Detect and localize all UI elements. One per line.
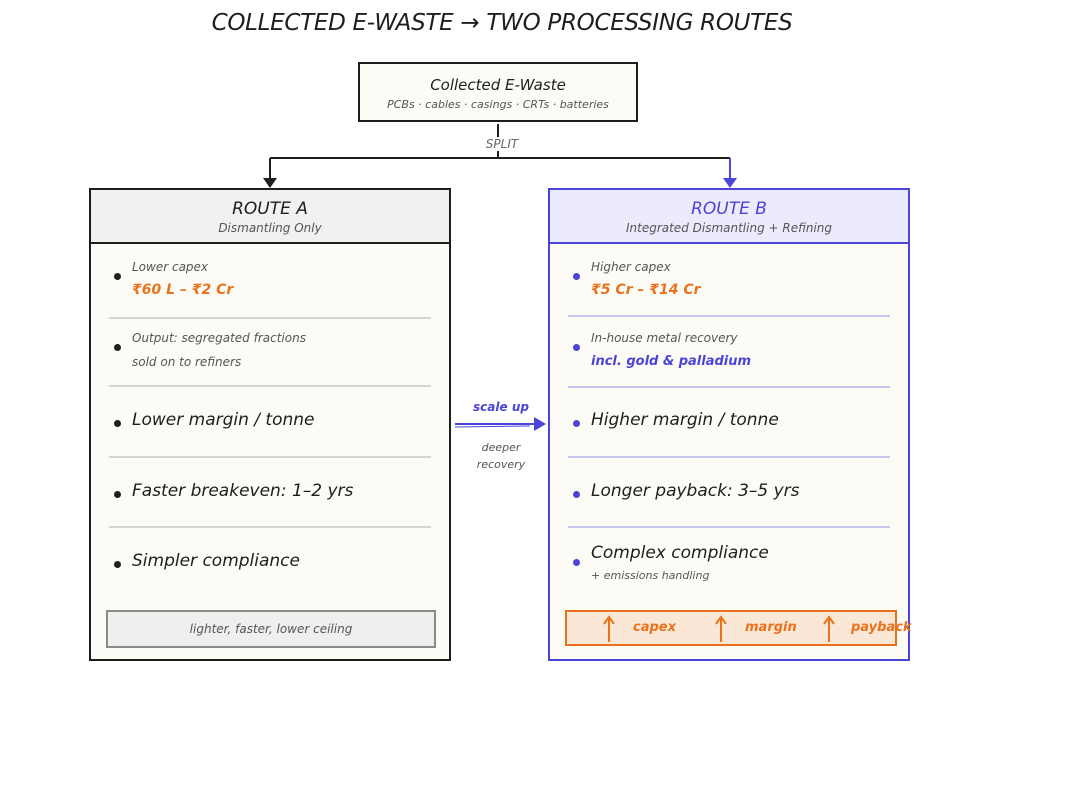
diagram-title: COLLECTED E-WASTE → TWO PROCESSING ROUTE…	[211, 10, 793, 36]
route-b-name: ROUTE B	[691, 199, 767, 219]
route-b-payback: Longer payback: 3–5 yrs	[591, 481, 800, 501]
route-a-output-line1: Output: segregated fractions	[132, 331, 306, 345]
route-b-subtitle: Integrated Dismantling + Refining	[625, 221, 833, 235]
route-b-capex-value: ₹5 Cr – ₹14 Cr	[591, 282, 701, 298]
bullet-icon	[114, 344, 121, 351]
source-title: Collected E-Waste	[430, 76, 566, 94]
deeper-recovery-label: deeper recovery	[462, 439, 540, 473]
divider	[568, 386, 890, 388]
route-a-breakeven: Faster breakeven: 1–2 yrs	[132, 481, 354, 501]
bullet-icon	[573, 420, 580, 427]
route-a-capex-label: Lower capex	[132, 260, 209, 274]
route-a-footer: lighter, faster, lower ceiling	[106, 610, 436, 648]
footer-payback-label: payback	[851, 620, 912, 635]
deeper-line1: deeper	[481, 441, 521, 454]
scale-up-label: scale up	[473, 400, 529, 414]
route-a-subtitle: Dismantling Only	[218, 221, 322, 235]
divider	[568, 456, 890, 458]
route-b-compliance: Complex compliance	[591, 543, 769, 563]
route-b-capex-label: Higher capex	[591, 260, 671, 274]
route-a-header: ROUTE A Dismantling Only	[91, 190, 449, 244]
up-arrow-icons	[603, 615, 835, 642]
divider	[568, 315, 890, 317]
bullet-icon	[114, 273, 121, 280]
bullet-icon	[114, 420, 121, 427]
footer-margin-label: margin	[745, 620, 797, 635]
route-b-recovery-value: incl. gold & palladium	[591, 354, 752, 369]
route-a-compliance: Simpler compliance	[132, 551, 300, 571]
deeper-line2: recovery	[476, 458, 526, 471]
divider	[109, 456, 431, 458]
divider	[568, 526, 890, 528]
route-a-name: ROUTE A	[232, 199, 308, 219]
divider	[109, 526, 431, 528]
bullet-icon	[573, 273, 580, 280]
bullet-icon	[573, 491, 580, 498]
bullet-icon	[573, 344, 580, 351]
divider	[109, 317, 431, 319]
route-b-footer: capex margin payback	[565, 610, 912, 646]
divider	[109, 385, 431, 387]
split-label: SPLIT	[470, 137, 534, 151]
route-b-margin: Higher margin / tonne	[591, 410, 779, 430]
source-box: Collected E-Waste PCBs · cables · casing…	[358, 62, 638, 122]
route-b-header: ROUTE B Integrated Dismantling + Refinin…	[550, 190, 908, 244]
source-subtitle: PCBs · cables · casings · CRTs · batteri…	[387, 98, 609, 111]
route-a-card: ROUTE A Dismantling Only Lower capex ₹60…	[89, 188, 451, 661]
route-b-card: ROUTE B Integrated Dismantling + Refinin…	[548, 188, 912, 661]
route-b-recovery-label: In-house metal recovery	[591, 331, 738, 345]
route-a-output-line2: sold on to refiners	[132, 355, 242, 369]
footer-capex-label: capex	[633, 620, 676, 635]
route-b-compliance-note: + emissions handling	[591, 569, 710, 582]
route-a-capex-value: ₹60 L – ₹2 Cr	[132, 282, 234, 298]
bullet-icon	[114, 491, 121, 498]
bullet-icon	[114, 561, 121, 568]
route-a-margin: Lower margin / tonne	[132, 410, 315, 430]
bullet-icon	[573, 559, 580, 566]
